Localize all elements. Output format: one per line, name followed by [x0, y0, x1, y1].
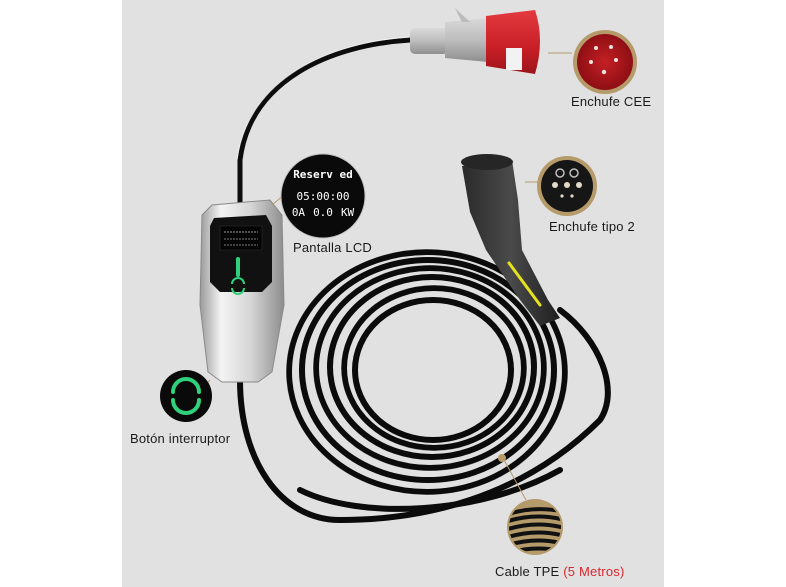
cable-length-text: (5 Metros) — [563, 564, 625, 579]
cable-coil — [286, 249, 568, 495]
cee-plug-label: Enchufe CEE — [571, 94, 652, 109]
lcd-readings: 0A 0.0 KW — [283, 206, 363, 219]
type2-plug-callout — [537, 156, 597, 216]
cee-plug-callout — [573, 30, 637, 94]
cable-upper — [237, 37, 413, 208]
lcd-screen-label: Pantalla LCD — [293, 240, 372, 255]
lcd-current: 0A — [291, 206, 306, 219]
lcd-power-unit: KW — [340, 206, 355, 219]
lcd-power-value: 0.0 — [313, 206, 333, 219]
power-button-label: Botón interruptor — [130, 431, 231, 446]
power-button-callout — [160, 370, 212, 422]
cable-label: Cable TPE (5 Metros) — [495, 564, 624, 579]
lcd-status-text: Reserv ed — [293, 168, 353, 181]
charger-control-box — [199, 199, 285, 383]
cable-type-text: Cable TPE — [495, 564, 560, 579]
lcd-callout-circle — [280, 153, 366, 239]
cable-callout — [507, 499, 563, 555]
type2-plug-label: Enchufe tipo 2 — [549, 219, 635, 234]
lcd-timer-text: 05:00:00 — [296, 190, 350, 203]
cee-plug-body — [410, 8, 540, 74]
type2-plug-body — [461, 154, 560, 326]
